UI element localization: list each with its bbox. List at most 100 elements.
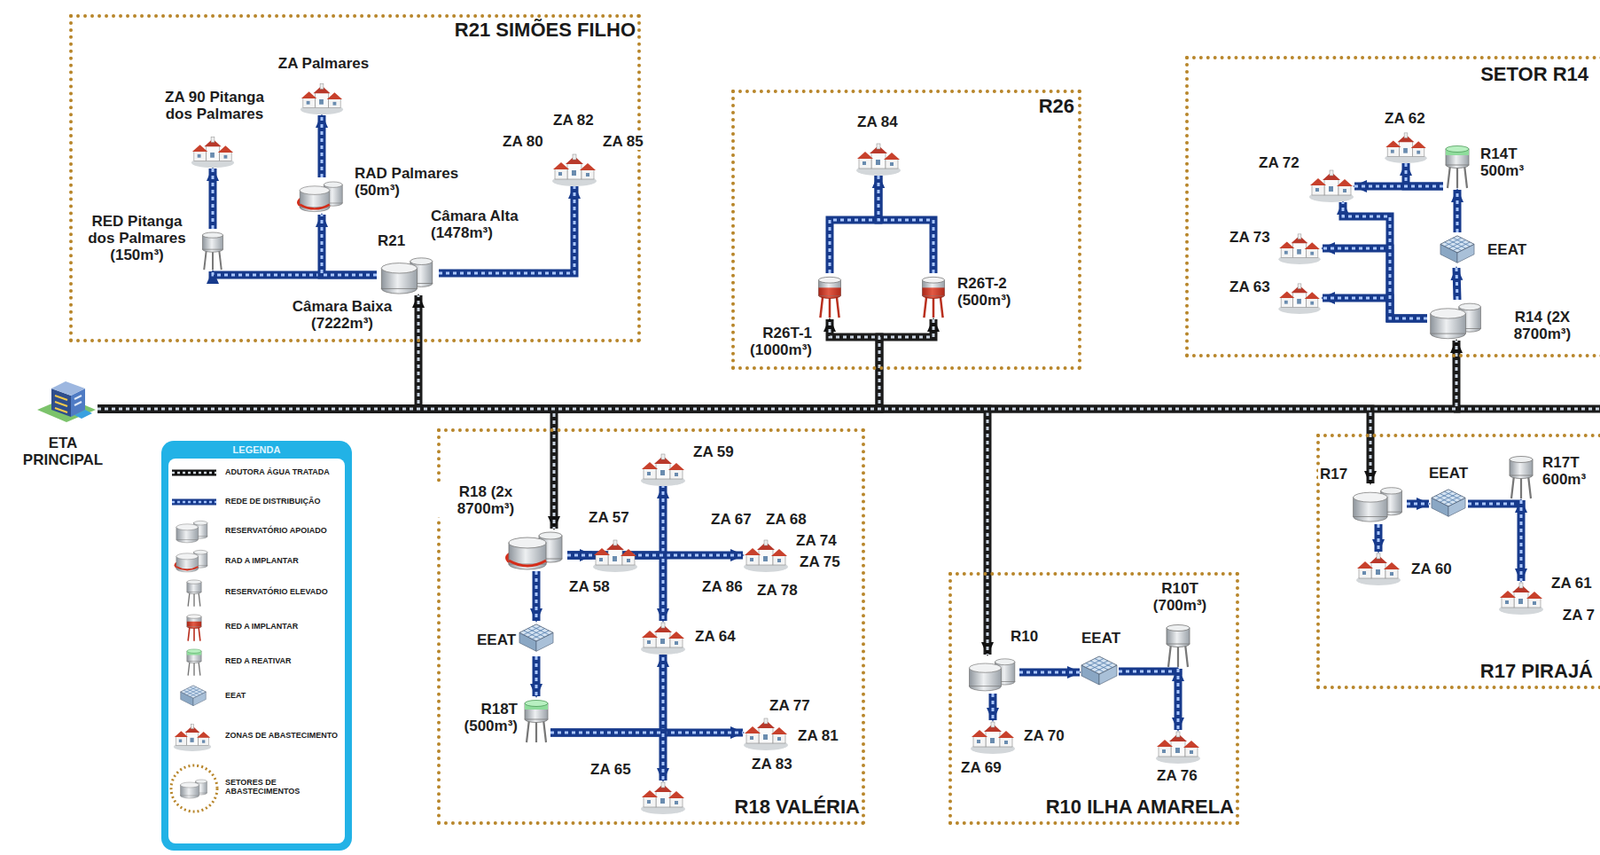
icon-use xyxy=(524,700,548,743)
pipe-dash xyxy=(878,175,934,274)
pipe-dash xyxy=(1322,248,1428,319)
sector-title: SETOR R14 xyxy=(1418,63,1591,86)
node-label: ZA 75 xyxy=(797,553,843,570)
legend-text: RESERVATÓRIO ELEVADO xyxy=(225,586,339,596)
elevated-reservoir: R10T (700m³) xyxy=(1163,620,1193,669)
pipe-body xyxy=(97,319,934,409)
icon-use xyxy=(300,84,344,116)
node-label: ZA 80 xyxy=(500,132,546,150)
pipe-body xyxy=(1456,267,1458,300)
node-label: ZA 60 xyxy=(1409,560,1454,578)
icon-use xyxy=(381,257,433,294)
legend-text: RED A IMPLANTAR xyxy=(225,621,339,631)
pipe-body xyxy=(1174,668,1183,730)
zone-icon xyxy=(855,141,902,176)
pipe-dash xyxy=(320,115,324,178)
supply-zone: ZA 77ZA 81ZA 83 xyxy=(742,716,789,750)
pipe-body xyxy=(97,319,880,409)
pipe-dash xyxy=(550,732,664,781)
rad-icon xyxy=(505,528,568,571)
node-label: R14 (2X 8700m³) xyxy=(1488,308,1597,343)
icon-use xyxy=(1445,146,1469,189)
legend-text: REDE DE DISTRIBUIÇÃO xyxy=(225,496,339,506)
eeat-icon xyxy=(1428,485,1468,522)
zone-icon xyxy=(1308,168,1355,203)
node-label: ZA 63 xyxy=(1227,278,1273,296)
pipe-body xyxy=(532,655,541,696)
pipe-dash xyxy=(829,175,879,274)
green-icon xyxy=(522,695,551,744)
green-icon xyxy=(1443,141,1472,190)
node-label: ZA 74 xyxy=(794,531,839,549)
pipe-dash xyxy=(97,319,934,409)
treatment-plant: ETA PRINCIPAL xyxy=(35,377,98,422)
supply-zone: ZA 64 xyxy=(640,620,687,655)
icon-use xyxy=(552,154,597,187)
pipe-dash xyxy=(1456,189,1460,233)
zone-icon xyxy=(1276,232,1323,265)
distribution-pipe xyxy=(321,115,323,178)
zone-icon xyxy=(1498,580,1545,615)
zone-icon xyxy=(1276,281,1323,314)
supply-zone: ZA 70ZA 69 xyxy=(969,719,1016,754)
pipe-dash xyxy=(1019,671,1080,674)
icon-use xyxy=(202,232,223,270)
pipe-body xyxy=(209,168,218,229)
distribution-pipe xyxy=(1019,671,1080,673)
supply-zone: ZA 60 xyxy=(1355,551,1402,586)
icon-use xyxy=(1278,283,1320,314)
icon-use xyxy=(1081,655,1117,685)
node-label: ETA PRINCIPAL xyxy=(12,434,114,469)
node-label: ZA 78 xyxy=(755,581,800,599)
node-label: ZA 57 xyxy=(586,508,632,526)
node-label: ZA 84 xyxy=(855,113,900,131)
supply-zone: ZA 61ZA 7 xyxy=(1498,580,1545,615)
red-icon xyxy=(813,273,846,320)
node-label: EEAT xyxy=(1079,629,1123,647)
node-label: R18T (500m³) xyxy=(443,700,520,734)
icon-use xyxy=(970,721,1015,754)
node-label: ZA 65 xyxy=(588,760,633,778)
pipe-dash xyxy=(1467,499,1522,504)
node-label: ZA 76 xyxy=(1155,766,1200,784)
rad-icon xyxy=(296,177,347,215)
node-label: EEAT xyxy=(1485,241,1529,258)
node-label: RAD Palmares (50m³) xyxy=(352,164,472,199)
node-label: ZA 82 xyxy=(551,111,596,129)
pipe-dash xyxy=(211,168,215,229)
distribution-pipe xyxy=(1457,189,1459,233)
pipe-dash xyxy=(1377,523,1381,552)
legend-panel: LEGENDAADUTORA ÁGUA TRATADAREDE DE DISTR… xyxy=(161,440,352,851)
ground-reservoir: R21Câmara Alta (1478m³)Câmara Baixa (722… xyxy=(376,254,439,296)
distribution-pipe xyxy=(1322,248,1428,319)
legend-text: ADUTORA ÁGUA TRATADA xyxy=(225,467,339,477)
distribution-pipe xyxy=(1406,503,1429,505)
node-label: ZA Palmares xyxy=(265,54,382,72)
pipe-body xyxy=(97,295,419,409)
supply-zone: ZA 67ZA 68ZA 74ZA 75ZA 86ZA 78 xyxy=(742,537,789,573)
supply-zone: ZA 72 xyxy=(1308,168,1355,203)
pipe-dash xyxy=(1118,668,1179,672)
legend-text: SETORES DE ABASTECIMENTOS xyxy=(225,777,339,797)
legend-text: ZONAS DE ABASTECIMENTO xyxy=(225,730,339,740)
legend-text: RED A REATIVAR xyxy=(225,655,339,665)
pipe-dash xyxy=(1406,502,1429,506)
distribution-pipe xyxy=(1521,499,1522,581)
distribution-pipe xyxy=(1378,523,1380,552)
icon-use xyxy=(519,624,554,651)
node-label: Câmara Baixa (7222m³) xyxy=(278,297,406,332)
supply-zone: ZA 59 xyxy=(640,452,687,486)
distribution-pipe xyxy=(1118,668,1179,672)
icon-use xyxy=(640,622,686,655)
pipe-body xyxy=(1374,523,1383,552)
node-label: ZA 69 xyxy=(959,758,1004,776)
pipe-dash xyxy=(321,214,377,275)
pipe-dash xyxy=(1354,185,1444,188)
icon-use xyxy=(1498,582,1544,615)
icon-use xyxy=(1166,624,1190,668)
elevated-reservoir: R26T-1 (1000m³) xyxy=(813,273,846,320)
supply-zone: ZA 62 xyxy=(1382,131,1429,164)
sector-title: R18 VALÉRIA xyxy=(705,796,862,819)
icon-use xyxy=(856,143,901,176)
icon-use xyxy=(296,181,343,212)
